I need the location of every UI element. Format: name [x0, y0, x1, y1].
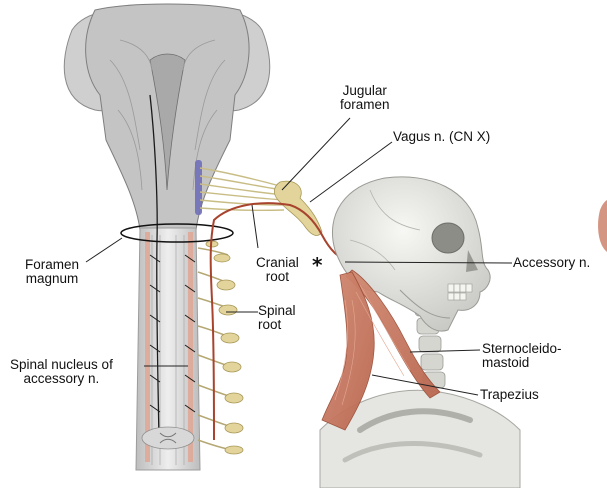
label-foramen-magnum-line2: magnum	[25, 271, 79, 286]
cranial-rootlets	[199, 167, 323, 236]
edge-shoulder-fragment	[598, 200, 607, 252]
sternocleidomastoid-muscle	[345, 269, 441, 399]
neck-muscles	[321, 269, 441, 431]
label-cranial-root-line1: Cranial	[256, 255, 299, 270]
accessory-nerve-trunk	[209, 202, 351, 441]
label-sternocleidomastoid: Sternocleido- mastoid	[482, 342, 562, 370]
label-scm-line1: Sternocleido-	[482, 341, 562, 356]
label-spinal-nucleus: Spinal nucleus of accessory n.	[10, 358, 113, 386]
pointer-jugular	[281, 117, 351, 191]
spinal-nucleus-column-left	[145, 232, 150, 462]
spinal-nucleus-column-right	[188, 232, 193, 462]
pointer-vagus	[309, 141, 393, 203]
nucleus-blue	[195, 160, 202, 215]
pointer-accessory	[344, 261, 513, 264]
label-cranial-root-line2: root	[265, 269, 290, 284]
foramen-magnum-ring	[120, 223, 234, 243]
label-spinal-nucleus-line1: Spinal nucleus of	[10, 357, 113, 372]
label-scm-line2: mastoid	[482, 355, 530, 370]
pointer-scm	[409, 349, 481, 353]
fourth-ventricle	[149, 53, 186, 191]
label-spinal-root: Spinal root	[258, 304, 296, 332]
pointer-foramen-magnum	[85, 237, 123, 263]
brainstem	[63, 3, 271, 231]
pointer-cranial-root	[251, 204, 259, 249]
label-accessory: Accessory n.	[513, 255, 591, 270]
label-spinal-root-line1: Spinal	[258, 303, 296, 318]
label-spinal-nucleus-line2: accessory n.	[23, 371, 100, 386]
pointer-trapezius	[371, 374, 479, 396]
label-cranial-root: Cranial root	[256, 256, 299, 284]
orbit	[431, 222, 465, 254]
asterisk-marker: *	[312, 253, 323, 277]
label-foramen-magnum-line1: Foramen	[25, 257, 80, 272]
label-jugular-foramen-line2: foramen	[340, 97, 390, 112]
label-spinal-root-line2: root	[258, 317, 282, 332]
label-foramen-magnum: Foramen magnum	[25, 258, 79, 286]
skull	[331, 176, 491, 332]
pointer-lines	[85, 117, 513, 396]
spinal-rootlets	[197, 240, 244, 455]
label-trapezius: Trapezius	[480, 387, 539, 402]
label-jugular-foramen-line1: Jugular	[342, 83, 387, 98]
spinal-cord	[135, 94, 201, 471]
label-vagus: Vagus n. (CN X)	[393, 129, 491, 144]
skull-and-neck	[319, 176, 521, 488]
label-jugular-foramen: Jugular foramen	[340, 84, 390, 112]
